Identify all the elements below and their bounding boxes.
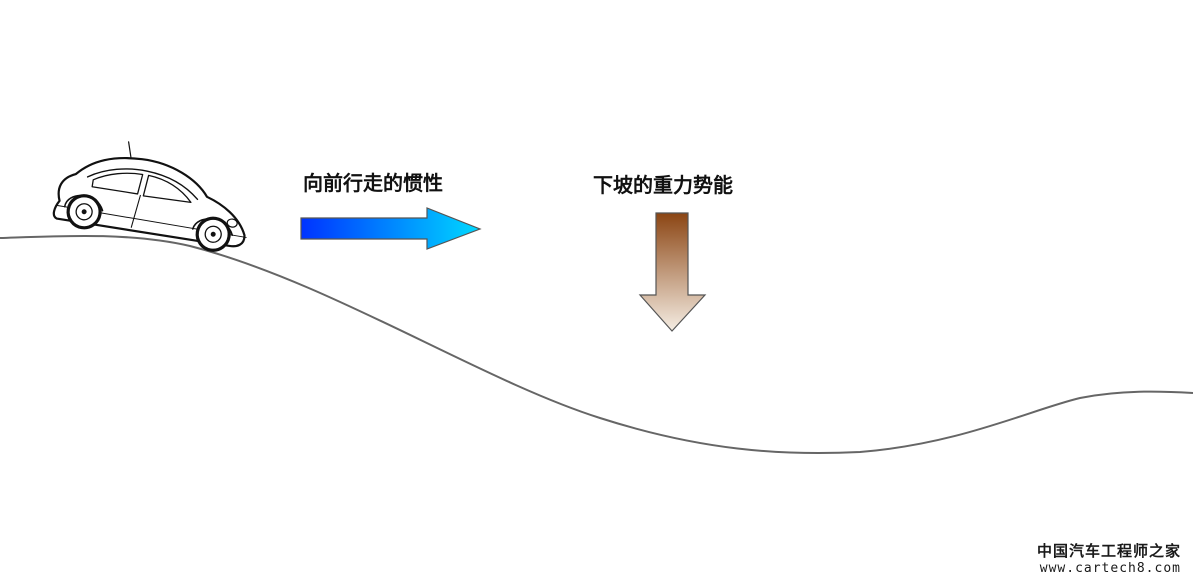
gravity-arrow bbox=[638, 212, 707, 332]
car-icon bbox=[52, 141, 247, 252]
inertia-label: 向前行走的惯性 bbox=[303, 171, 443, 195]
gravity-label: 下坡的重力势能 bbox=[593, 173, 733, 197]
watermark-url: www.cartech8.com bbox=[1039, 560, 1181, 576]
watermark-title: 中国汽车工程师之家 bbox=[1036, 542, 1181, 560]
terrain-curve bbox=[0, 234, 1193, 455]
watermark: 中国汽车工程师之家 www.cartech8.com bbox=[1037, 542, 1181, 577]
inertia-arrow bbox=[300, 207, 482, 250]
